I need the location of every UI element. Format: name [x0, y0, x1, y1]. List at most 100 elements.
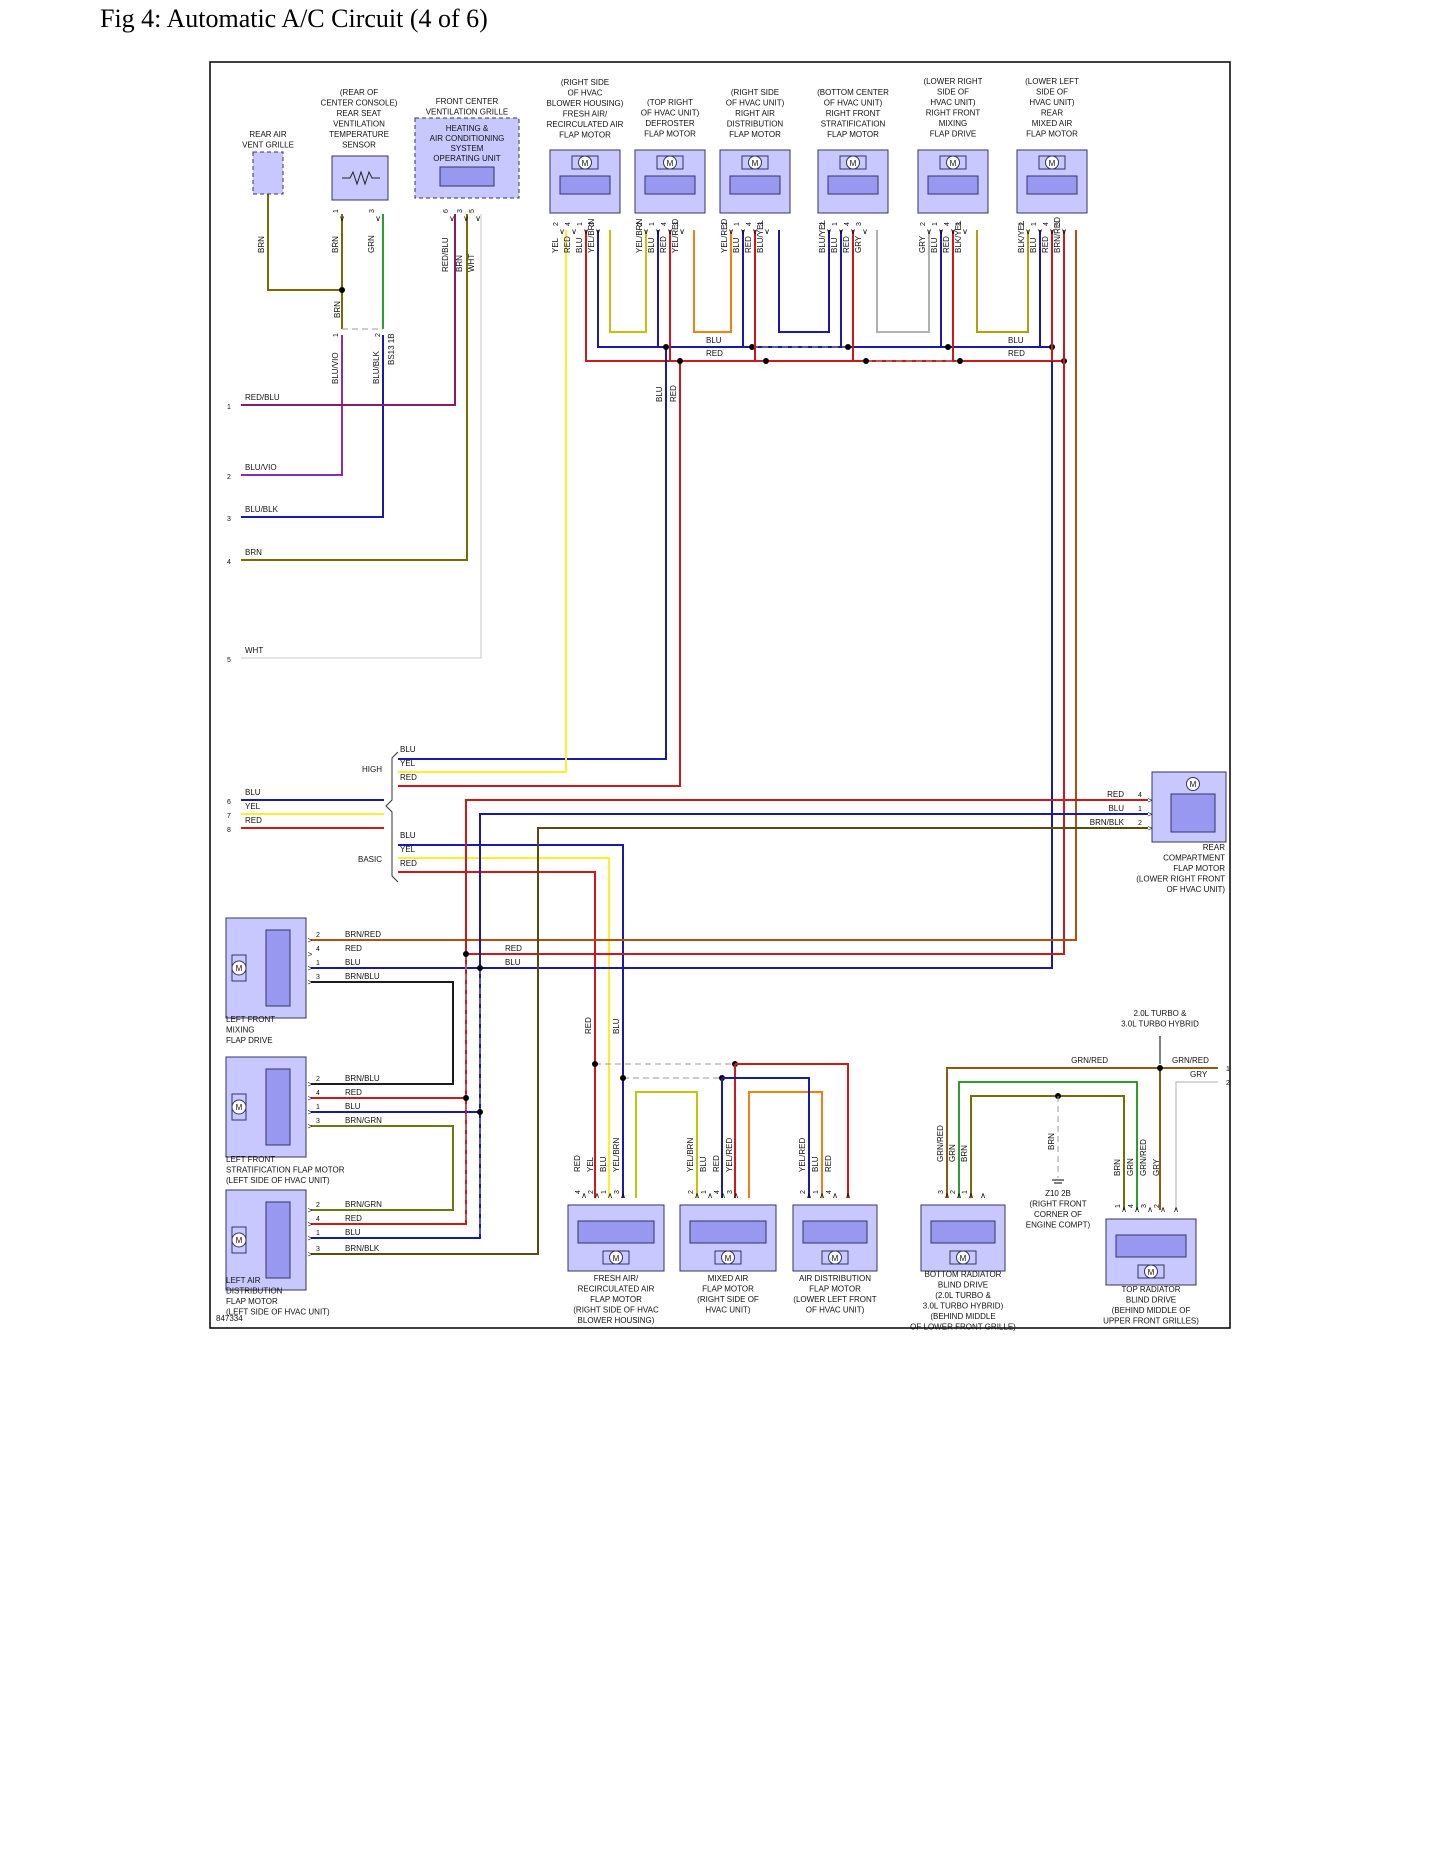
wire-label: GRN	[948, 1144, 957, 1162]
wire-label: RED	[1041, 236, 1050, 253]
wire-label: BLU	[400, 831, 416, 840]
pin-terminal: ∧	[1147, 1205, 1153, 1214]
component-label-rear-compartment: OF HVAC UNIT)	[1166, 885, 1225, 894]
pin-number: 2	[375, 333, 382, 337]
wire-label: RED	[245, 816, 262, 825]
pin-number: 2	[637, 222, 644, 226]
pin-terminal: ∨	[1037, 227, 1043, 236]
pin-number: 1	[813, 1190, 820, 1194]
wire-label: YEL/RED	[671, 219, 680, 253]
component-left-front-mixing: M	[225, 917, 307, 1019]
splice-dot	[463, 1095, 469, 1101]
pin-terminal: >	[1148, 824, 1153, 833]
pin-number: 2	[316, 1076, 320, 1083]
wire-gry	[876, 230, 930, 333]
pin-number: 3	[316, 1246, 320, 1253]
pin-number: 3	[457, 209, 464, 213]
component-label-left-front-mixing: FLAP DRIVE	[226, 1036, 273, 1045]
pin-terminal: ∨	[667, 227, 673, 236]
pin-number: 1	[316, 1230, 320, 1237]
pin-number: 2	[688, 1190, 695, 1194]
pin-terminal: ∨	[595, 227, 601, 236]
pin-number: 2	[1138, 820, 1142, 827]
component-label-left-air-dist: FLAP MOTOR	[226, 1297, 278, 1306]
wire-label: RED	[1107, 790, 1124, 799]
wire-label: BLK/YEL	[1017, 220, 1026, 253]
wire-label: RED	[345, 1214, 362, 1223]
group-label-basic: BASIC	[358, 855, 382, 864]
pin-terminal: >	[308, 1220, 313, 1229]
component-label-rear-mixed-air: (LOWER LEFT	[1025, 77, 1079, 86]
pin-number: 4	[1043, 222, 1050, 226]
motor-icon	[828, 1250, 842, 1265]
splice-dot	[863, 358, 869, 364]
wire-label: BLU	[599, 1156, 608, 1172]
pin-number: 4	[944, 222, 951, 226]
component-body	[265, 929, 291, 1007]
pin-number: 3	[1055, 222, 1062, 226]
splice-dot	[663, 344, 669, 350]
pin-terminal: ∨	[449, 214, 455, 223]
edge-terminal: 2	[227, 474, 231, 481]
edge-terminal: 7	[227, 813, 231, 820]
component-label-rear-mixed-air: REAR	[1041, 109, 1063, 118]
wire-label: GRN/RED	[1172, 1056, 1209, 1065]
wire-blu-bus	[597, 230, 1052, 348]
component-label-fresh-air-bottom: FLAP MOTOR	[590, 1295, 642, 1304]
splice-dot	[749, 344, 755, 350]
pin-terminal: >	[1148, 810, 1153, 819]
pin-number: 2	[1154, 1204, 1161, 1208]
component-label-right-front-strat: RIGHT FRONT	[826, 109, 881, 118]
component-body	[827, 175, 879, 195]
wire-label: BLU	[345, 958, 361, 967]
wire-label: BLK/YEL	[954, 220, 963, 253]
wire-brn-blk	[311, 827, 1148, 1255]
pin-number: 4	[1128, 1204, 1135, 1208]
wire-red-basic	[398, 871, 596, 1198]
pin-terminal: ∨	[643, 227, 649, 236]
pin-number: 1	[577, 222, 584, 226]
wire-label: YEL	[551, 237, 560, 253]
wire-blk-yel	[976, 230, 1029, 333]
motor-icon	[946, 155, 960, 170]
pin-terminal: ∨	[926, 227, 932, 236]
component-label-hvac-operating-unit: HEATING &	[446, 124, 489, 133]
component-label-front-vent-grille: VENTILATION GRILLE	[426, 108, 509, 117]
pin-number: 3	[673, 222, 680, 226]
splice-dot	[620, 1075, 626, 1081]
wire-label: BRN	[1113, 1159, 1122, 1176]
wire-label: BLU	[245, 788, 261, 797]
wire-red	[735, 1063, 849, 1198]
pin-terminal: ∨	[559, 227, 565, 236]
pin-number: 3	[938, 1190, 945, 1194]
pin-terminal: ∧	[694, 1191, 700, 1200]
component-label-right-front-mixing: SIDE OF	[937, 88, 969, 97]
component-label-bottom-radiator: OF LOWER FRONT GRILLE)	[910, 1323, 1016, 1332]
component-rear-mixed-air: M	[1016, 149, 1088, 214]
wire-red	[311, 1098, 467, 1225]
wire-label: BLU	[1108, 804, 1124, 813]
component-air-dist-lower-left: M	[792, 1204, 878, 1272]
pin-terminal: >	[308, 1234, 313, 1243]
wire-label: YEL/BRN	[612, 1138, 621, 1172]
motor-icon	[1045, 155, 1059, 170]
component-label-right-air-dist: (RIGHT SIDE	[731, 88, 779, 97]
pin-terminal: ∨	[1061, 227, 1067, 236]
component-rear-air-vent-grille	[252, 151, 284, 195]
wire-brn-grille	[267, 194, 342, 291]
component-label-rear-temp-sensor: SENSOR	[342, 141, 376, 150]
component-label-rear-air-vent-grille: REAR AIR	[249, 130, 287, 139]
component-body	[930, 1220, 996, 1244]
wire-blu-trunk	[311, 361, 1053, 969]
pin-terminal: ∨	[764, 227, 770, 236]
component-label-ground-z10: Z10 2B	[1045, 1189, 1071, 1198]
component-label-ground-z10: CORNER OF	[1034, 1210, 1082, 1219]
component-label-mixed-air: (RIGHT SIDE OF	[697, 1295, 759, 1304]
splice-dot	[463, 951, 469, 957]
component-label-right-front-strat: OF HVAC UNIT)	[824, 99, 883, 108]
wire-label: RED	[712, 1155, 721, 1172]
pin-number: 3	[856, 222, 863, 226]
pin-number: 3	[316, 974, 320, 981]
wire-label: GRN/RED	[936, 1125, 945, 1162]
edge-terminal: 3	[227, 516, 231, 523]
